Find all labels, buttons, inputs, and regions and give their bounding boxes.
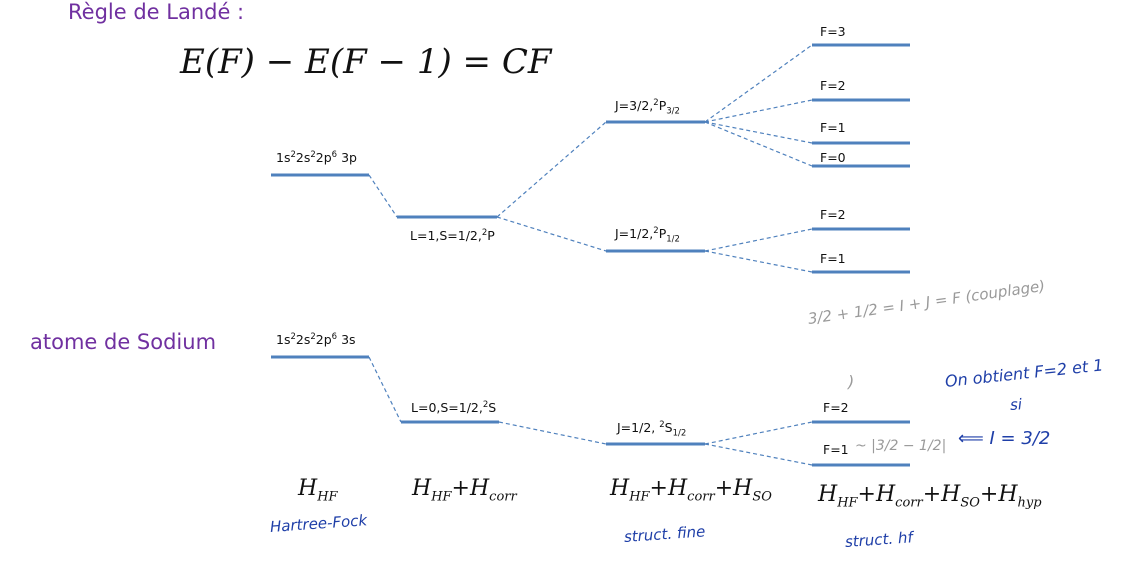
- label-j12-s: J=1/2, 2S1/2: [617, 420, 687, 439]
- label-j32: J=3/2,2P3/2: [615, 98, 680, 117]
- label-f1b: F=1: [820, 251, 846, 266]
- hamiltonian-corr: HHF+Hcorr: [412, 476, 517, 505]
- atom-label: atome de Sodium: [30, 330, 217, 354]
- label-f2a: F=2: [820, 78, 846, 93]
- label-f2-s: F=2: [823, 400, 849, 415]
- label-3s-config: 1s22s22p6 3s: [276, 332, 356, 348]
- label-j12-p: J=1/2,2P1/2: [615, 226, 680, 245]
- lande-formula: E(F) − E(F − 1) = CF: [180, 42, 552, 82]
- label-f1-s: F=1: [823, 442, 849, 457]
- label-f3: F=3: [820, 24, 846, 39]
- label-3p-config: 1s22s22p6 3p: [276, 150, 357, 166]
- energy-levels: [271, 43, 910, 467]
- label-3s-ls: L=0,S=1/2,2S: [411, 400, 497, 416]
- connectors: [368, 44, 813, 466]
- note-approx: ~ |3/2 − 1/2|: [855, 438, 947, 454]
- label-f2b: F=2: [820, 207, 846, 222]
- note-bracket: ): [848, 372, 855, 391]
- label-f0: F=0: [820, 150, 846, 165]
- hamiltonian-hf: HHF: [298, 476, 338, 505]
- note-si: si: [1009, 395, 1023, 414]
- hamiltonian-so: HHF+Hcorr+HSO: [610, 476, 772, 505]
- diagram-title: Règle de Landé :: [68, 0, 245, 24]
- label-f1a: F=1: [820, 120, 846, 135]
- hamiltonian-hyp: HHF+Hcorr+HSO+Hhyp: [818, 482, 1042, 511]
- label-3p-ls: L=1,S=1/2,2P: [410, 228, 495, 244]
- note-i-value: ⟸ I = 3/2: [958, 428, 1051, 449]
